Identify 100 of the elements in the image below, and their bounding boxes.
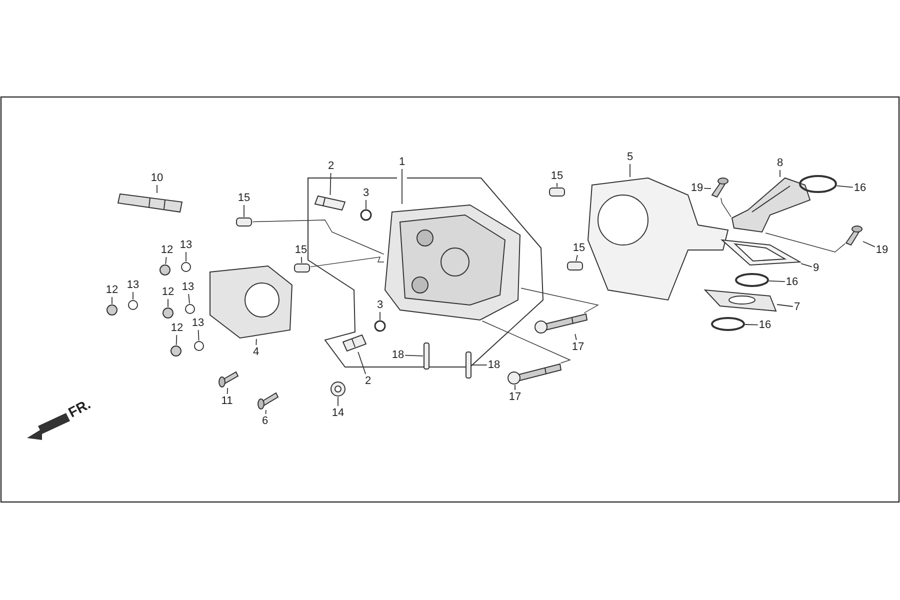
callout-number: 12 [162,286,174,298]
callout-number: 15 [572,242,586,254]
ring-seal [711,317,745,331]
leader-line [300,256,302,264]
ring-seal [735,273,769,287]
spark-plug [117,193,183,213]
callout-number: 1 [398,156,406,168]
callout-number: 16 [786,276,798,288]
callout-number: 18 [488,359,500,371]
nut [106,304,118,316]
o-ring [360,209,372,221]
leader-line [165,256,167,264]
valve-guide [314,195,346,211]
washer [194,341,204,351]
leader-line [198,330,200,341]
callout-number: 14 [332,407,344,419]
callout-number: 4 [252,346,260,358]
bolt [711,178,728,198]
alignment-line [482,320,571,364]
callout-number: 15 [238,192,250,204]
callout-number: 13 [180,239,192,251]
washer [181,262,191,272]
leader-line [768,280,786,282]
leader-line [776,304,794,307]
alignment-line [310,256,384,268]
washer [185,304,195,314]
leader-line [862,241,876,248]
intake-gasket [720,239,802,266]
alignment-line [765,232,846,252]
bolt [534,313,588,334]
bolt [218,371,239,388]
callout-number: 12 [160,244,174,256]
valve-guide [342,334,367,352]
leader-line [132,292,134,300]
alignment-line [720,198,732,218]
leader-line [256,338,257,346]
leader-line [574,334,577,340]
o-ring [374,320,386,332]
callout-number: 16 [758,319,772,331]
ring-seal [799,175,837,193]
dowel-pin [549,188,565,196]
direction-label: FR. [66,396,93,420]
leader-line [265,410,266,414]
callout-number: 6 [262,415,268,427]
callout-number: 12 [106,284,118,296]
callout-number: 11 [221,395,233,407]
alignment-line [252,220,384,255]
callout-number: 7 [794,301,800,313]
intake-insulator [704,289,777,312]
cylinder-head [384,204,520,321]
nut [160,264,170,276]
nut [162,308,174,318]
dowel-pin [294,264,310,272]
callout-number: 19 [876,244,888,256]
callout-number: 18 [392,349,404,361]
leader-line [358,352,366,374]
callout-number: 13 [182,281,194,293]
cylinder-block [210,265,293,339]
callout-number: 12 [170,322,184,334]
callout-number: 15 [550,170,564,182]
leader-line [176,334,178,346]
leader-line [514,384,516,390]
leader-line [188,294,190,304]
nut [170,346,182,356]
cylinder-gasket [588,177,729,301]
leader-line [156,184,158,194]
leader-line [472,364,488,366]
leader-line [576,254,578,262]
leader-line [744,324,758,326]
dowel-pin [236,218,252,226]
leader-line [330,172,332,196]
stud-bolt [424,342,430,370]
leader-line [836,185,854,188]
callout-number: 13 [192,317,204,329]
callout-number: 17 [508,391,522,403]
leader-line [704,188,712,190]
callout-number: 17 [572,341,584,353]
bolt [258,392,279,410]
callout-number: 2 [364,375,372,387]
washer [128,300,138,310]
alignment-line [520,288,599,314]
callout-number: 3 [376,299,384,311]
leader-line [800,263,812,268]
bolt [845,226,862,246]
callout-number: 10 [150,172,164,184]
dowel-pin [567,262,583,270]
callout-number: 19 [690,182,704,194]
callout-number: 15 [294,244,308,256]
stud-bolt [466,352,472,378]
leader-line [556,182,558,188]
callout-number: 8 [776,157,784,169]
intake-pipe [731,177,811,233]
callout-number: 9 [812,262,820,274]
callout-number: 2 [328,160,334,172]
callout-number: 5 [626,151,634,163]
washer [330,382,346,396]
callout-number: 13 [126,279,140,291]
leader-line [226,388,228,394]
callout-number: 16 [854,182,866,194]
callout-number: 3 [362,187,370,199]
